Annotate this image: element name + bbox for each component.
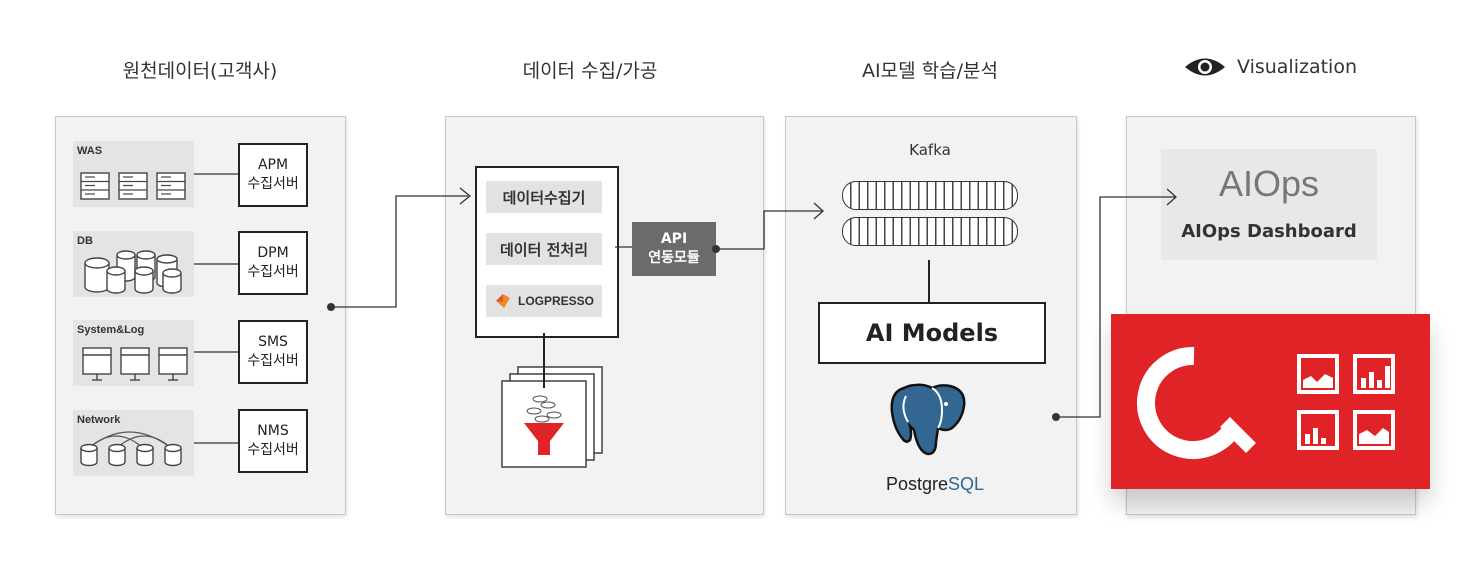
server-sms-line2: 수집서버 [247, 353, 299, 369]
collector-to-pages-line [543, 333, 545, 388]
server-nms-line1: NMS [257, 423, 289, 439]
collector-item-preprocessing: 데이터 전처리 [486, 233, 602, 265]
source-db: DB [73, 231, 194, 297]
api-module: API 연동모듈 [632, 222, 716, 276]
viz-title-text: Visualization [1236, 56, 1357, 78]
collector-item-data-collector: 데이터수집기 [486, 181, 602, 213]
monitor-icon [82, 347, 188, 381]
column-title-viz: Visualization [1170, 56, 1370, 78]
logpresso-icon [495, 294, 510, 308]
funnel-icon [524, 395, 564, 455]
server-nms-line2: 수집서버 [247, 442, 299, 458]
postgresql-wordmark: PostgreSQL [870, 474, 1000, 495]
server-dpm-line2: 수집서버 [247, 264, 299, 280]
kafka-to-models-line [928, 260, 930, 302]
postgresql-elephant-icon [890, 383, 966, 456]
database-icon [84, 250, 182, 294]
postgresql-prefix: Postgre [885, 474, 948, 494]
server-rack-icon [80, 172, 186, 200]
server-sms-line1: SMS [258, 334, 288, 350]
server-apm-line1: APM [257, 157, 289, 173]
source-label-db: DB [77, 235, 93, 247]
donut-chart-icon [1137, 346, 1256, 459]
server-apm: APM 수집서버 [238, 143, 308, 207]
source-label-network: Network [77, 414, 121, 426]
kafka-queue-2 [842, 217, 1018, 246]
kafka-label: Kafka [909, 141, 951, 159]
column-title-source: 원천데이터(고객사) [122, 60, 278, 82]
eye-icon [1184, 58, 1225, 76]
data-funnel-stack [501, 366, 603, 468]
server-sms: SMS 수집서버 [238, 320, 308, 384]
network-icon [80, 431, 182, 467]
server-nms: NMS 수집서버 [238, 409, 308, 473]
ai-models-box: AI Models [818, 302, 1046, 364]
kafka-queue-1 [842, 181, 1018, 210]
dashboard-panel [1111, 314, 1430, 489]
api-module-line1: API [660, 231, 688, 247]
source-was: WAS [73, 141, 194, 207]
aiops-box: AIOps AIOps Dashboard [1161, 149, 1377, 260]
logpresso-logo: LOGPRESSO [486, 285, 602, 317]
api-module-line2: 연동모듈 [648, 250, 700, 266]
postgresql-suffix: SQL [948, 474, 985, 494]
source-label-was: WAS [77, 145, 103, 157]
column-title-collect: 데이터 수집/가공 [522, 60, 658, 82]
aiops-logo: AIOps [1218, 163, 1320, 204]
source-system-log: System&Log [73, 320, 194, 386]
dashboard-widgets-icon [1297, 354, 1395, 450]
server-apm-line2: 수집서버 [247, 176, 299, 192]
source-network: Network [73, 410, 194, 476]
source-label-system-log: System&Log [77, 324, 145, 336]
logpresso-text: LOGPRESSO [517, 294, 594, 308]
server-dpm: DPM 수집서버 [238, 231, 308, 295]
server-dpm-line1: DPM [257, 245, 289, 261]
column-title-ai: AI모델 학습/분석 [862, 60, 998, 82]
aiops-dashboard-label: AIOps Dashboard [1181, 221, 1357, 242]
